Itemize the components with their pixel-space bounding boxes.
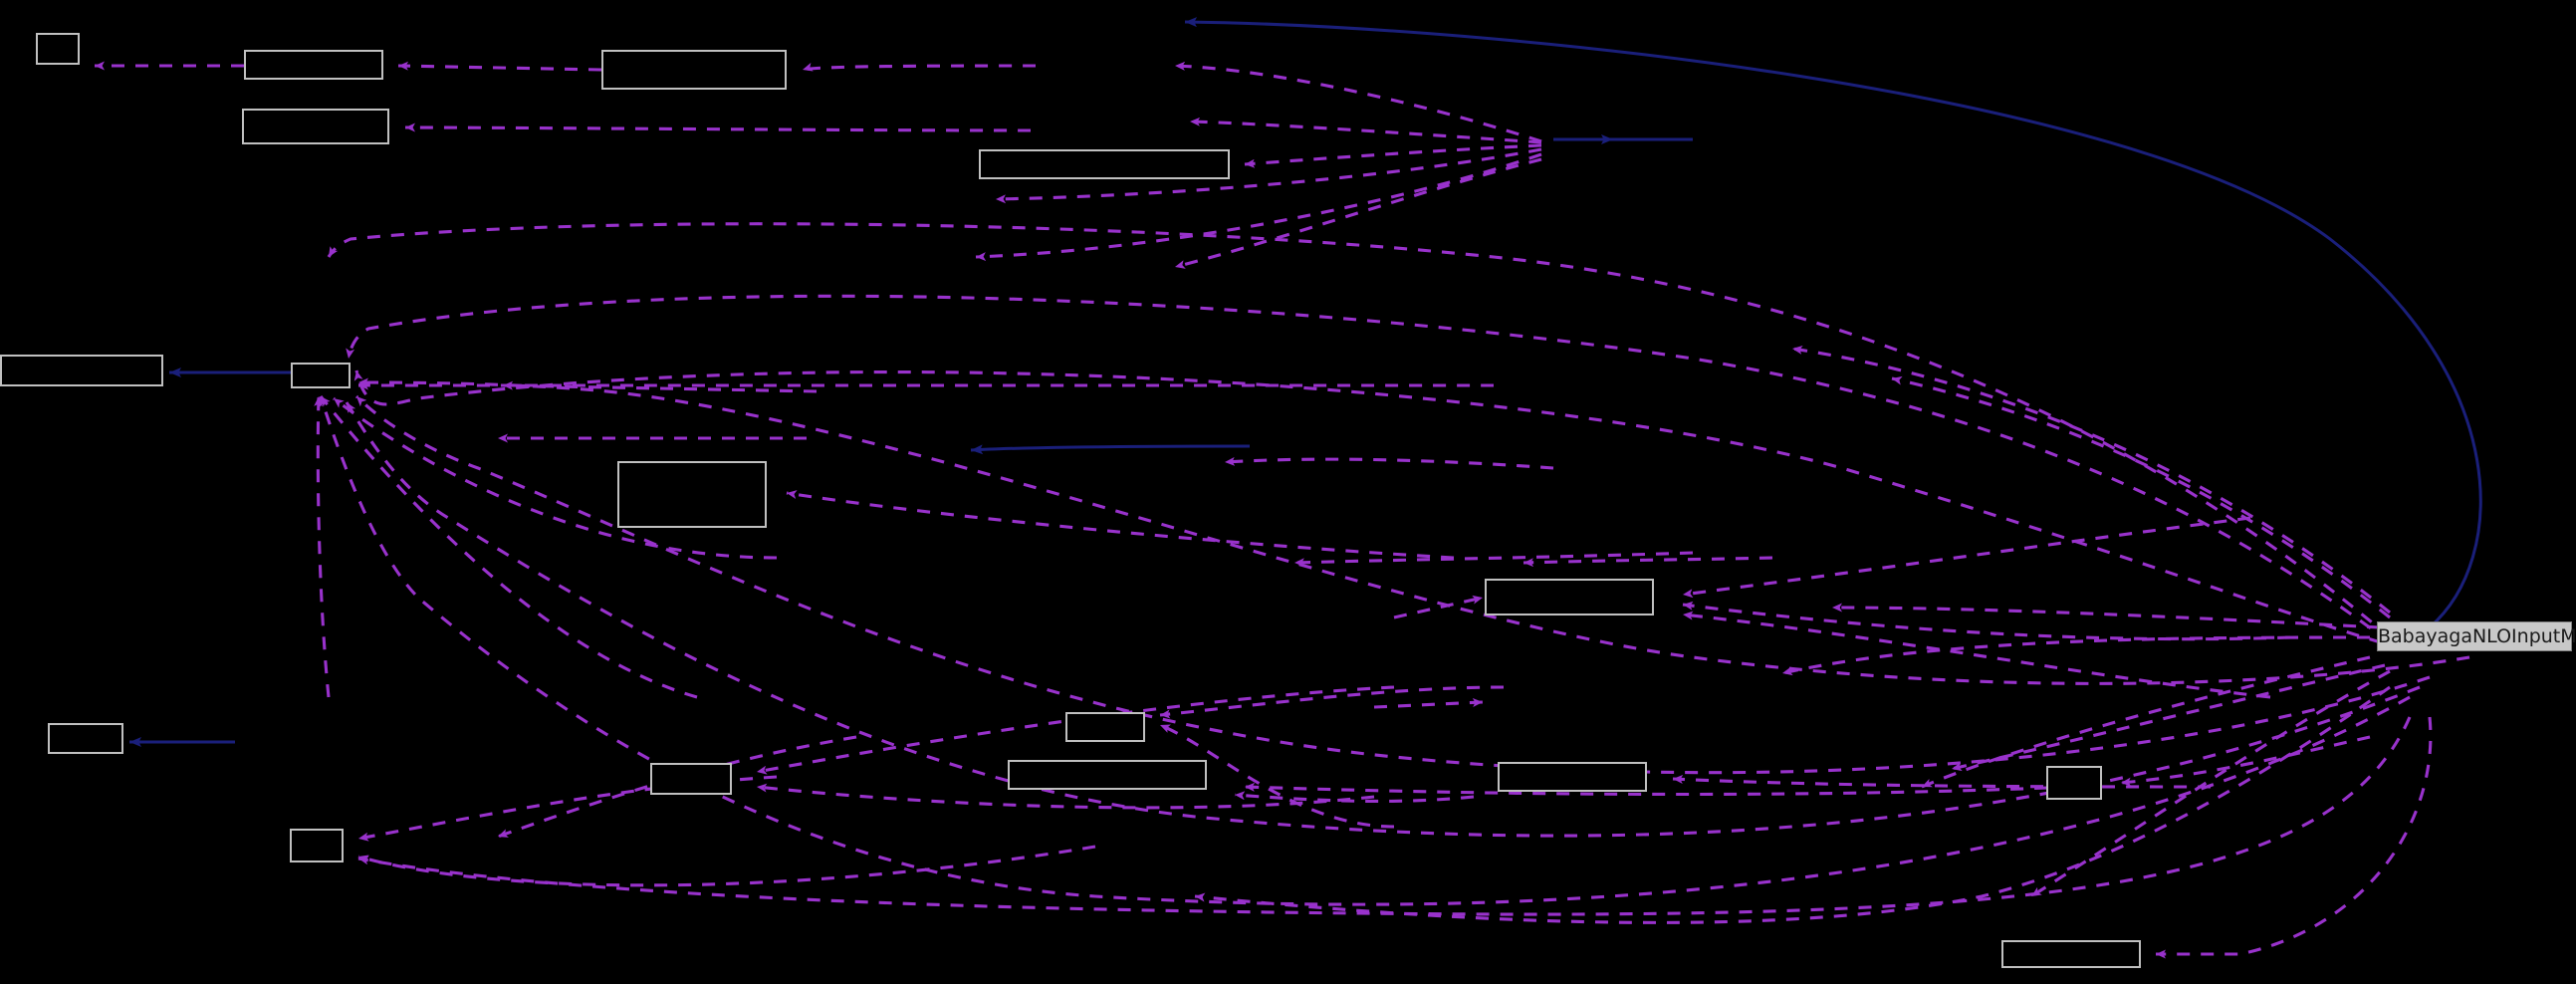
graph-node[interactable] (0, 355, 163, 386)
graph-node[interactable] (1498, 762, 1647, 792)
graph-node[interactable] (242, 109, 389, 144)
caller-edge-group (95, 61, 2470, 959)
graph-node[interactable] (1065, 712, 1145, 742)
graph-node[interactable] (2001, 940, 2141, 968)
graph-node[interactable] (244, 50, 383, 80)
graph-node[interactable] (48, 723, 123, 754)
caller-edge-group-reversed (1373, 595, 1484, 709)
graph-node-babayaganloinputmodule[interactable]: BabayagaNLOInputModule (2377, 621, 2576, 651)
graph-node[interactable] (36, 33, 80, 65)
graph-node[interactable] (1485, 579, 1654, 615)
graph-node[interactable] (1008, 760, 1207, 790)
graph-node[interactable] (617, 461, 767, 528)
graph-node[interactable] (291, 363, 351, 388)
graph-node[interactable] (650, 763, 732, 795)
graph-node[interactable] (979, 149, 1230, 179)
graph-node[interactable] (290, 829, 344, 862)
inheritance-edge-group (129, 17, 2482, 747)
graph-node[interactable] (601, 50, 787, 90)
graph-node[interactable] (2046, 766, 2102, 800)
